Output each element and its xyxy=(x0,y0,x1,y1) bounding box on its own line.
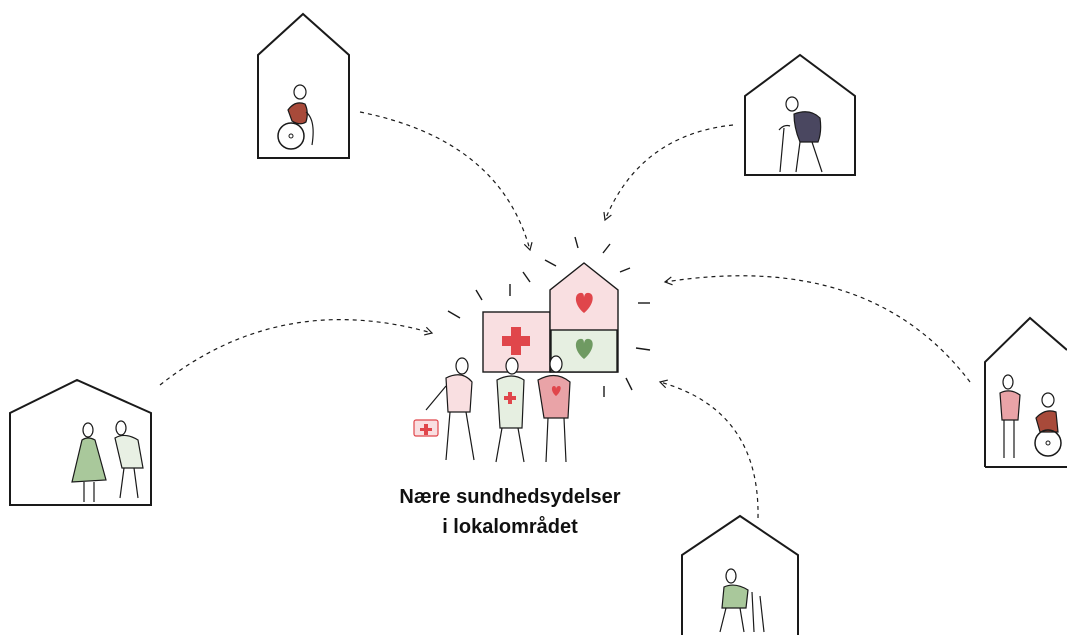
arrow-from-top-left xyxy=(359,111,533,252)
wheelchair-user-icon xyxy=(1034,392,1062,457)
arrow-from-bottom xyxy=(658,379,759,519)
house-person-with-cane xyxy=(744,53,856,176)
caption-line-1: Nære sundhedsydelser xyxy=(399,486,621,508)
house-couple xyxy=(9,378,152,506)
hub-caption: Nære sundhedsydelser i lokalområdet xyxy=(360,482,660,542)
house-person-with-walker xyxy=(681,514,799,635)
house-carer-and-wheelchair-user xyxy=(984,316,1067,468)
arrows xyxy=(159,111,971,519)
caption-line-2: i lokalområdet xyxy=(442,516,578,538)
carer-with-heart-icon xyxy=(537,355,571,463)
health-hub xyxy=(413,236,651,463)
care-home-building xyxy=(549,262,619,373)
nurse-with-kit-icon xyxy=(413,357,475,461)
red-heart-icon xyxy=(575,292,593,313)
house-wheelchair-user xyxy=(257,12,350,159)
carer-icon xyxy=(999,374,1021,458)
man-icon xyxy=(114,420,144,499)
elderly-person-icon xyxy=(778,96,823,173)
arrow-from-top-right xyxy=(603,124,734,222)
radiance-rays xyxy=(447,236,651,397)
wheelchair-person-icon xyxy=(277,84,314,150)
arrow-from-right xyxy=(663,275,971,383)
walker-person-icon xyxy=(719,568,765,633)
doctor-icon xyxy=(495,357,525,463)
arrow-from-left xyxy=(159,319,434,386)
green-heart-icon xyxy=(575,338,593,359)
woman-icon xyxy=(71,422,107,502)
red-cross-icon xyxy=(502,327,530,355)
